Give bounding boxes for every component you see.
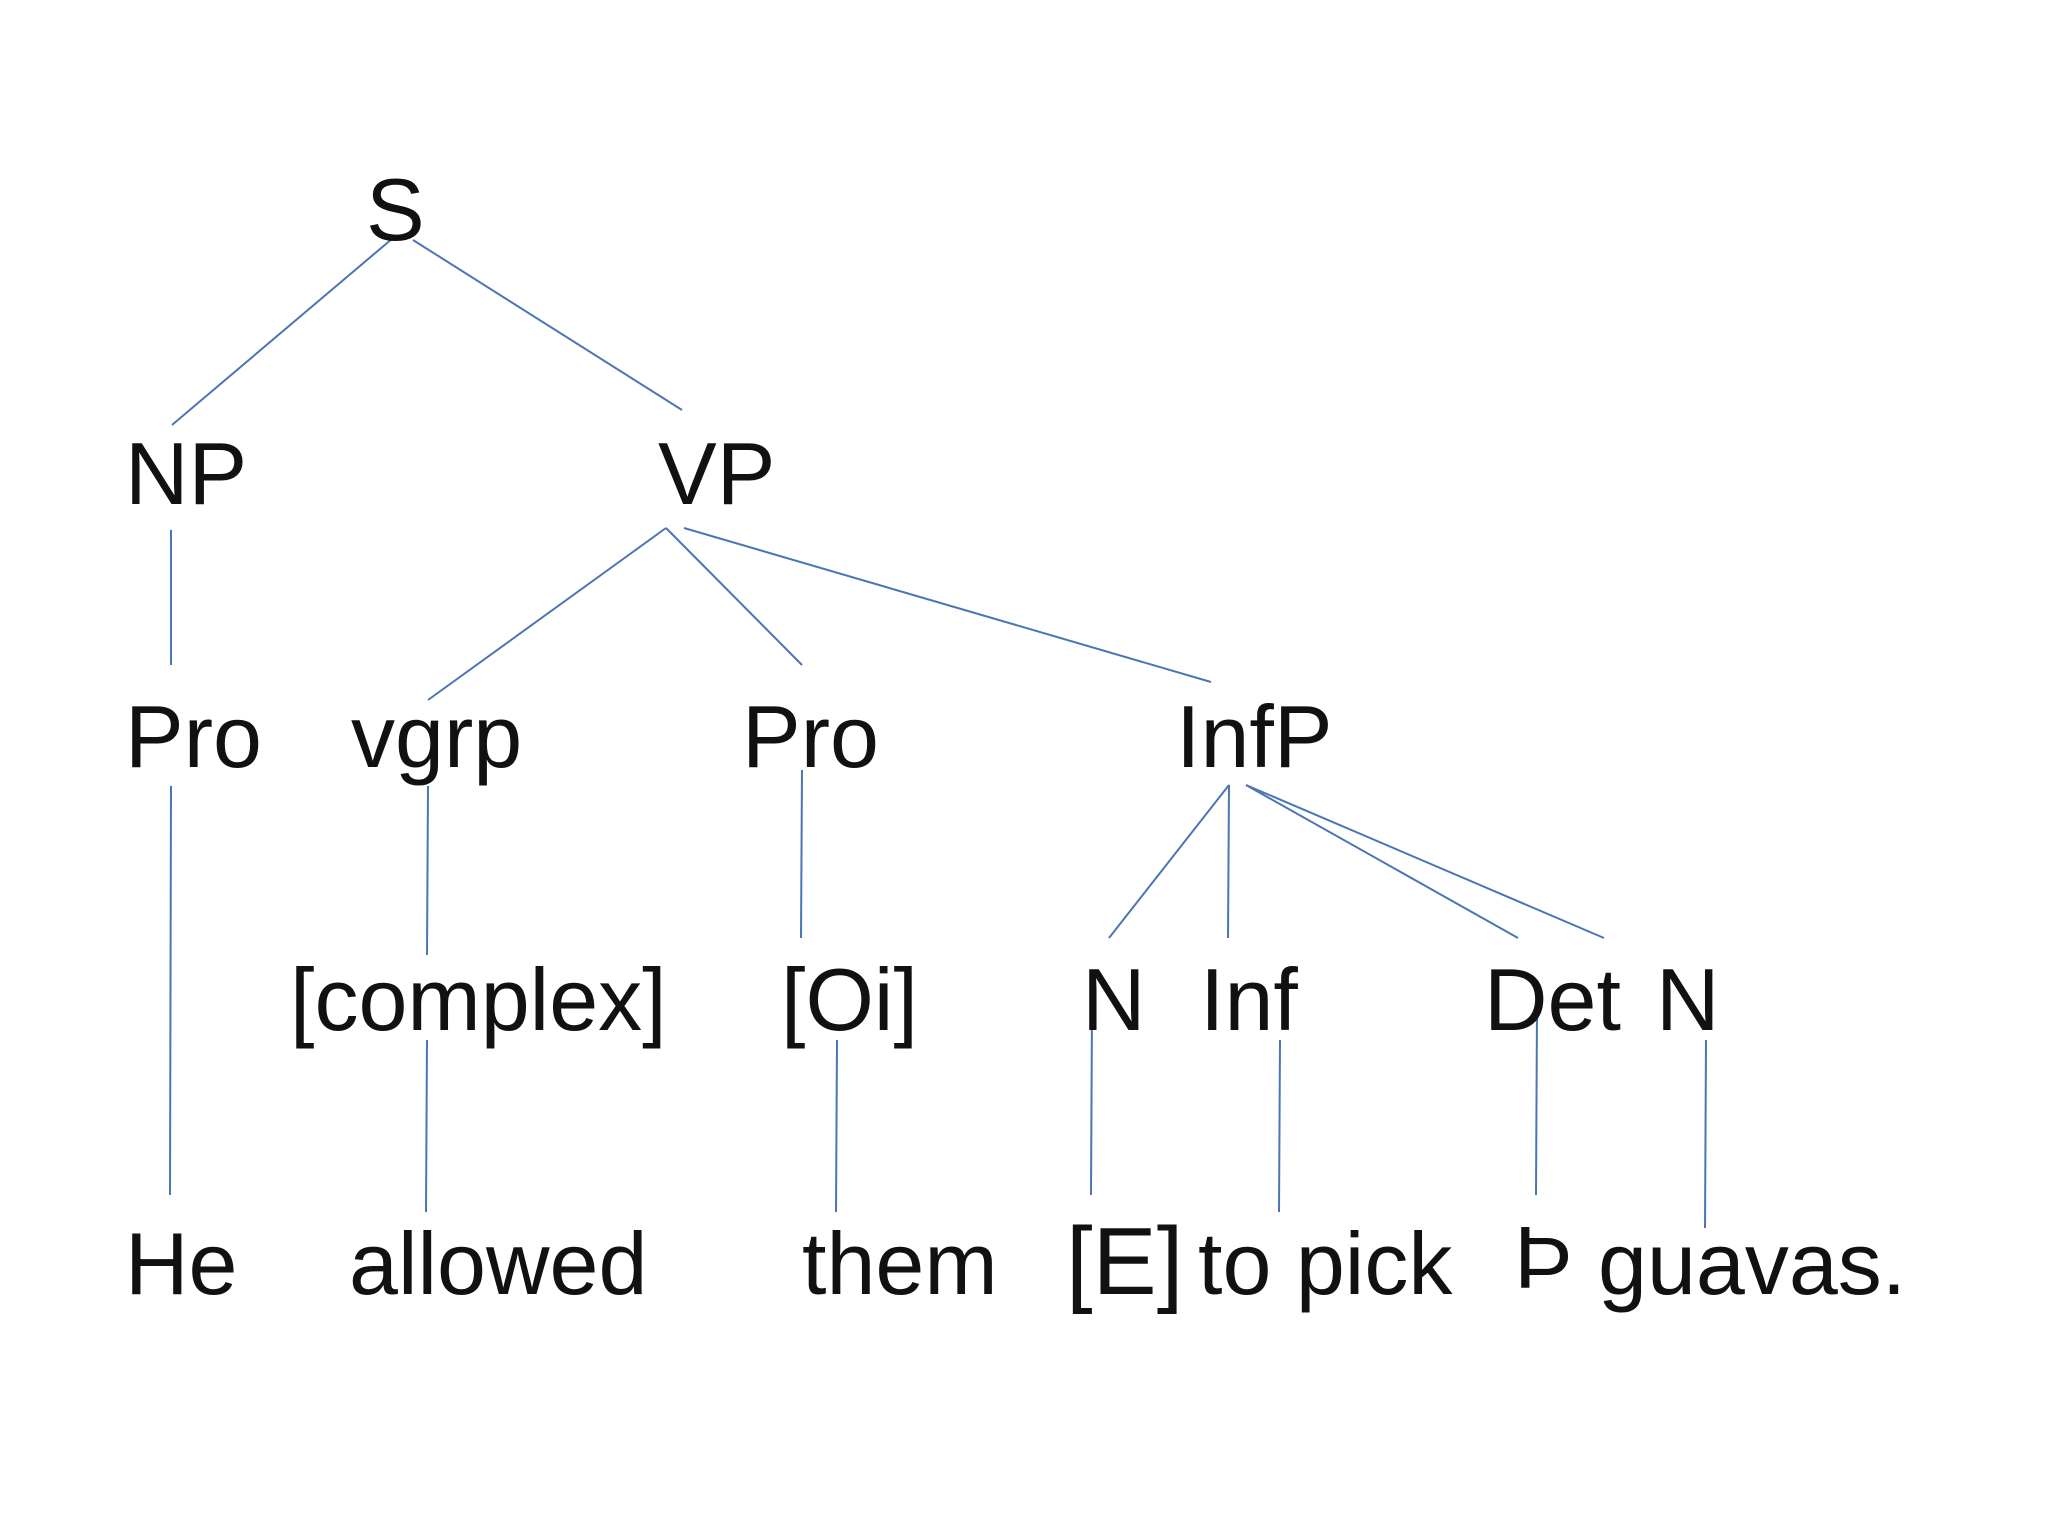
node-s: S — [366, 160, 425, 259]
node-np: NP — [125, 424, 248, 523]
branch-oi-them — [835, 1039, 838, 1213]
branch-infp-det — [1245, 784, 1519, 939]
branch-det-thorn — [1535, 1007, 1538, 1196]
node-n-second: N — [1656, 950, 1720, 1049]
node-vp: VP — [658, 424, 776, 523]
word-he: He — [125, 1214, 238, 1313]
branch-pro-oi — [800, 769, 803, 939]
node-pro-object: Pro — [742, 687, 879, 786]
node-n-first: N — [1082, 950, 1146, 1049]
branch-s-vp — [412, 239, 683, 411]
branch-vp-infp — [683, 527, 1212, 683]
branch-infp-n2 — [1245, 784, 1605, 939]
word-thorn: Þ — [1514, 1208, 1573, 1307]
node-inf: Inf — [1200, 950, 1298, 1049]
branch-infp-n — [1108, 784, 1230, 939]
node-vgrp: vgrp — [351, 687, 523, 786]
branch-infp-inf — [1227, 784, 1230, 939]
word-allowed: allowed — [349, 1214, 648, 1313]
branch-vgrp-complex — [426, 785, 429, 956]
branch-vp-vgrp — [427, 527, 667, 701]
branch-inf-topick — [1278, 1039, 1281, 1213]
node-det: Det — [1484, 950, 1621, 1049]
node-oi: [Oi] — [781, 950, 918, 1049]
branch-complex-allowed — [425, 1039, 428, 1213]
branch-vp-pro — [665, 527, 803, 666]
word-to-pick: to pick — [1198, 1214, 1453, 1313]
node-complex: [complex] — [290, 950, 667, 1049]
branch-n-guavas — [1704, 1039, 1707, 1229]
node-infp: InfP — [1176, 687, 1333, 786]
word-them: them — [802, 1214, 998, 1313]
word-guavas: guavas. — [1598, 1214, 1907, 1313]
branch-pro-he — [169, 785, 172, 1196]
branch-s-np — [171, 237, 394, 426]
branch-n-e — [1090, 1007, 1093, 1196]
word-e-bracket: [E] — [1066, 1208, 1184, 1315]
node-pro-subject: Pro — [125, 687, 262, 786]
